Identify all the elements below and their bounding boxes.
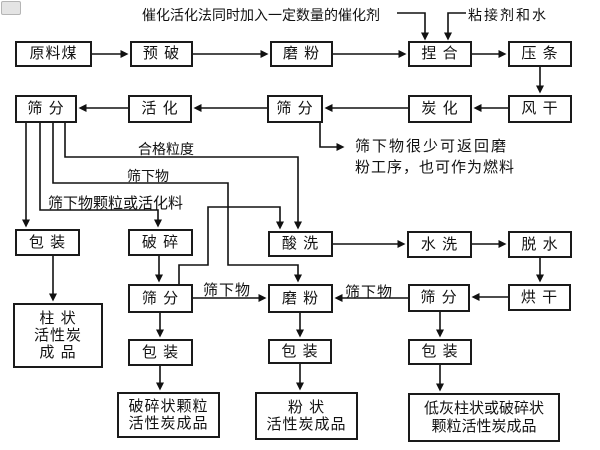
box-product-low-ash: 低灰柱状或破碎状 颗粒活性炭成品 — [408, 393, 560, 442]
product-low-ash-line2: 颗粒活性炭成品 — [431, 417, 537, 435]
line-catalyst-to-knead — [397, 12, 429, 41]
box-mill-1: 磨 粉 — [270, 41, 333, 67]
arrow-sieve1-granules-to-crush — [39, 123, 162, 228]
product-columnar-line3: 成 品 — [39, 344, 77, 362]
arrow-sieve3-to-acid-wash — [178, 206, 284, 284]
product-columnar-line2: 活性炭 — [33, 326, 82, 344]
box-raw-coal: 原料煤 — [15, 41, 92, 67]
box-product-columnar: 柱 状 活性炭 成 品 — [13, 303, 103, 368]
box-sieve-4: 筛 分 — [408, 284, 470, 312]
box-pack-4: 包 装 — [408, 339, 472, 365]
box-carbonize: 炭 化 — [408, 95, 472, 123]
note-sieve-return-line1: 筛下物很少可返回磨 — [355, 138, 509, 155]
box-pack-3: 包 装 — [268, 339, 332, 364]
box-acid-wash: 酸 洗 — [268, 231, 333, 257]
box-oven-dry: 烘 干 — [508, 284, 571, 311]
product-low-ash-line1: 低灰柱状或破碎状 — [423, 400, 544, 418]
box-air-dry: 风 干 — [508, 95, 572, 123]
box-sieve-2: 筛 分 — [267, 95, 323, 123]
label-undersize-mid: 筛下物 — [203, 282, 252, 299]
product-columnar-line1: 柱 状 — [39, 309, 77, 327]
box-pack-2: 包 装 — [128, 339, 193, 366]
box-product-crushed: 破碎状颗粒 活性炭成品 — [117, 392, 220, 438]
box-activate: 活 化 — [128, 95, 192, 123]
box-pack-1: 包 装 — [15, 229, 80, 256]
product-crushed-line1: 破碎状颗粒 — [128, 397, 209, 415]
screenshot-corner-artifact — [1, 1, 21, 15]
box-extrude: 压 条 — [508, 41, 572, 67]
box-pre-crush: 预 破 — [130, 41, 193, 67]
note-catalyst: 催化活化法同时加入一定数量的催化剂 — [142, 7, 380, 23]
label-undersize-top: 筛下物 — [127, 168, 169, 184]
arrow-sieve1-undersize-to-mill2 — [52, 123, 302, 283]
box-mill-2: 磨 粉 — [268, 284, 333, 313]
box-knead: 捏 合 — [408, 41, 472, 67]
label-undersize-right: 筛下物 — [345, 284, 394, 301]
line-binder-to-knead — [444, 12, 466, 41]
box-crush: 破 碎 — [128, 229, 193, 256]
arrow-sieve1-qualified-to-acid-wash — [64, 123, 302, 230]
label-qualified-size: 合格粒度 — [138, 141, 194, 157]
box-dewater: 脱 水 — [508, 231, 572, 258]
box-product-powder: 粉 状 活性炭成品 — [255, 392, 358, 440]
note-binder-water: 粘接剂和水 — [468, 7, 548, 23]
product-powder-line2: 活性炭成品 — [266, 416, 347, 433]
product-powder-line1: 粉 状 — [287, 398, 326, 416]
box-sieve-1: 筛 分 — [15, 95, 77, 123]
box-water-wash: 水 洗 — [407, 231, 472, 258]
label-undersize-granules: 筛下物颗粒或活化料 — [48, 195, 184, 212]
arrow-sieve2-to-return-note — [319, 123, 345, 151]
product-crushed-line2: 活性炭成品 — [128, 415, 209, 432]
box-sieve-3: 筛 分 — [128, 284, 193, 313]
note-sieve-return-line2: 粉工序，也可作为燃料 — [355, 159, 516, 176]
